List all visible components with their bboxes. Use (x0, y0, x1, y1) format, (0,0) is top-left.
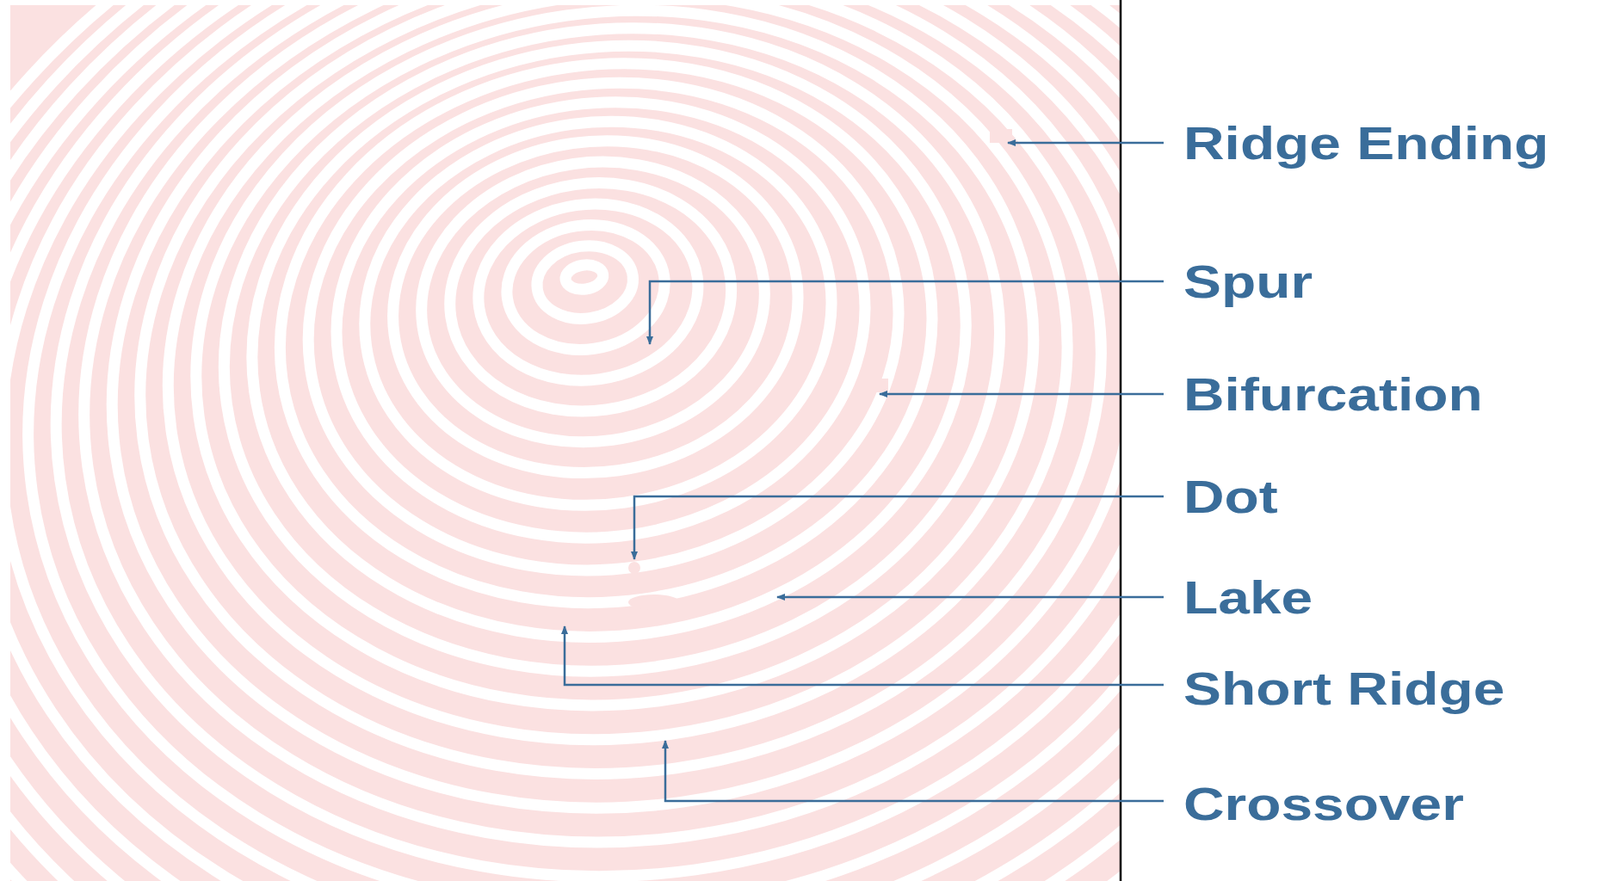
leader-line (634, 496, 1164, 560)
feature-label: Crossover (1183, 780, 1465, 828)
leader-line (564, 626, 1164, 686)
fingerprint (10, 5, 1121, 881)
feature-label: Spur (1183, 258, 1313, 305)
leader-line (665, 741, 1164, 802)
feature-label: Dot (1183, 473, 1279, 520)
leader-line (879, 393, 1164, 396)
leader-line (1007, 142, 1164, 145)
leader-line (777, 596, 1164, 600)
feature-label: Short Ridge (1183, 665, 1505, 712)
divider-line (1119, 0, 1123, 881)
feature-label: Ridge Ending (1183, 119, 1550, 167)
leader-lines (564, 142, 1164, 802)
feature-label: Lake (1183, 574, 1313, 621)
leader-line (649, 281, 1164, 345)
feature-label: Bifurcation (1183, 370, 1483, 418)
